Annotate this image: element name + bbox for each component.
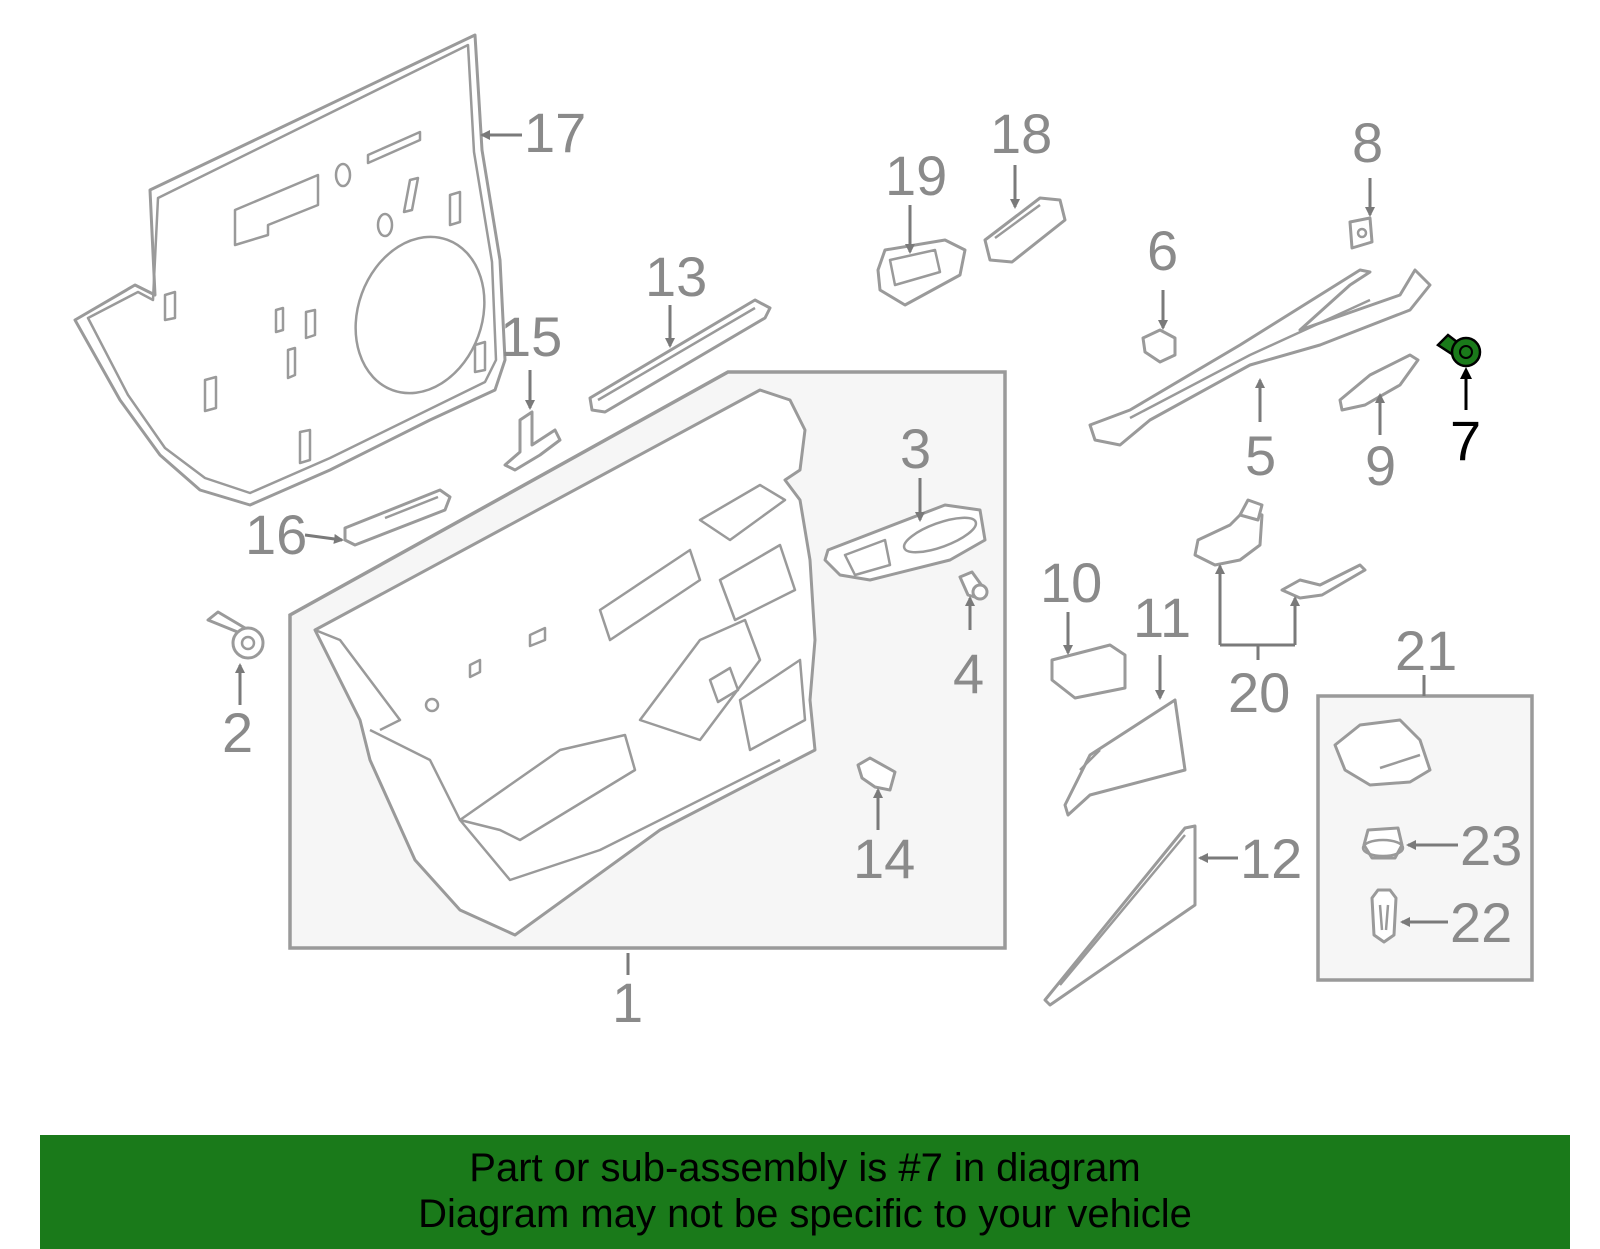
- part-4-screw[interactable]: [958, 570, 989, 601]
- part-15-bracket[interactable]: [503, 410, 562, 472]
- part-7-screw-highlighted[interactable]: [1436, 333, 1482, 368]
- part-13-window-seal-strip[interactable]: [588, 298, 772, 414]
- callout-15: 15: [500, 305, 562, 368]
- part-2-clip[interactable]: [206, 610, 265, 660]
- callout-14: 14: [853, 827, 915, 890]
- callout-6: 6: [1147, 219, 1178, 282]
- callout-18: 18: [990, 102, 1052, 165]
- part-23-socket[interactable]: [1361, 826, 1405, 860]
- callout-20: 20: [1228, 661, 1290, 724]
- callout-21: 21: [1395, 619, 1457, 682]
- callout-2: 2: [222, 701, 253, 764]
- part-5-trim-strip[interactable]: [1088, 268, 1432, 447]
- banner-line-1: Part or sub-assembly is #7 in diagram: [469, 1146, 1141, 1190]
- callout-16: 16: [245, 503, 307, 566]
- part-3-handle-bezel[interactable]: [823, 503, 987, 582]
- banner-line-2: Diagram may not be specific to your vehi…: [418, 1192, 1192, 1236]
- callout-10: 10: [1040, 551, 1102, 614]
- callout-8: 8: [1352, 111, 1383, 174]
- part-14-clip[interactable]: [856, 756, 897, 792]
- part-18-switch[interactable]: [983, 196, 1067, 264]
- callout-12: 12: [1240, 827, 1302, 890]
- callout-4: 4: [953, 642, 984, 705]
- callout-7: 7: [1450, 409, 1481, 472]
- part-21-courtesy-lamp[interactable]: [1333, 718, 1432, 787]
- part-22-bulb[interactable]: [1370, 888, 1398, 944]
- callout-23: 23: [1460, 814, 1522, 877]
- part-20-lamp-socket[interactable]: [1193, 498, 1367, 600]
- callout-19: 19: [885, 144, 947, 207]
- part-11-speaker-grille[interactable]: [1063, 698, 1187, 817]
- callout-9: 9: [1365, 434, 1396, 497]
- part-9-end-cap[interactable]: [1338, 353, 1420, 412]
- part-12-triangle-trim[interactable]: [1043, 824, 1197, 1007]
- part-6-clip[interactable]: [1141, 328, 1177, 364]
- part-19-switch-housing[interactable]: [876, 238, 967, 307]
- part-10-cover[interactable]: [1050, 643, 1127, 700]
- callout-11: 11: [1133, 586, 1191, 649]
- callout-17: 17: [524, 101, 586, 164]
- callout-13: 13: [645, 245, 707, 308]
- info-banner: Part or sub-assembly is #7 in diagram Di…: [40, 1135, 1570, 1249]
- part-1-door-trim-panel[interactable]: [313, 388, 817, 937]
- part-17-insulation-panel[interactable]: [73, 33, 507, 507]
- part-8-nut[interactable]: [1348, 216, 1374, 250]
- callout-1: 1: [612, 971, 643, 1034]
- part-16-trim-insert[interactable]: [343, 488, 452, 547]
- callout-3: 3: [900, 417, 931, 480]
- callout-22: 22: [1450, 891, 1512, 954]
- callout-5: 5: [1245, 424, 1276, 487]
